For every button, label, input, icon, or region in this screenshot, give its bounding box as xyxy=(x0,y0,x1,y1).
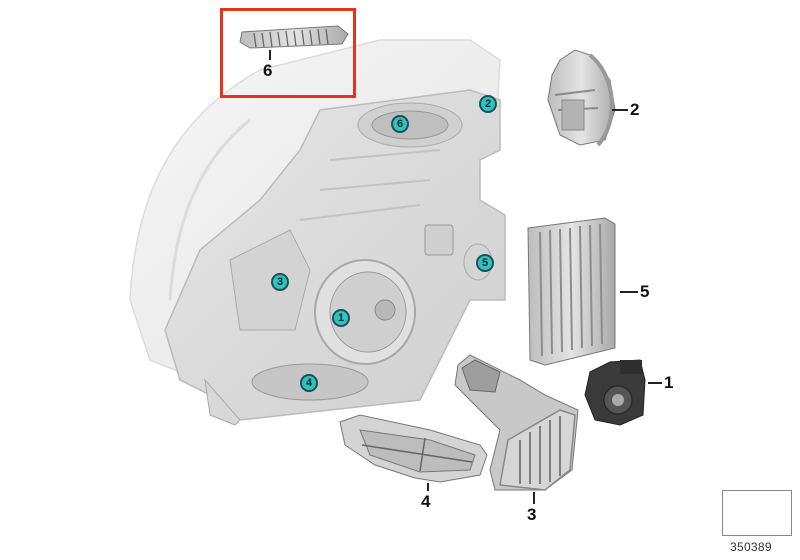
part-label-6[interactable]: 6 xyxy=(263,61,273,80)
part-4-grille xyxy=(339,414,488,483)
part-5-control-unit xyxy=(527,217,616,366)
leader-6 xyxy=(269,50,271,60)
reference-number: 350389 xyxy=(730,540,772,554)
reference-box xyxy=(722,490,792,536)
part-label-2[interactable]: 2 xyxy=(630,100,640,119)
part-2-lamp-module xyxy=(547,49,616,147)
callout-4[interactable]: 4 xyxy=(300,374,318,392)
leader-1 xyxy=(648,382,662,384)
highlight-box-part-6 xyxy=(220,8,356,98)
callout-6[interactable]: 6 xyxy=(391,115,409,133)
callout-3[interactable]: 3 xyxy=(271,273,289,291)
callout-5[interactable]: 5 xyxy=(476,254,494,272)
part-label-1[interactable]: 1 xyxy=(664,373,674,392)
callout-1[interactable]: 1 xyxy=(332,309,350,327)
leader-3 xyxy=(533,492,535,504)
leader-4 xyxy=(427,483,429,491)
part-6-heatsink xyxy=(239,25,349,49)
part-1-fan xyxy=(584,359,646,426)
part-3-duct xyxy=(454,354,579,491)
leader-2 xyxy=(612,109,628,111)
callout-2[interactable]: 2 xyxy=(479,95,497,113)
part-label-3[interactable]: 3 xyxy=(527,505,537,524)
part-label-4[interactable]: 4 xyxy=(421,492,431,511)
part-label-5[interactable]: 5 xyxy=(640,282,650,301)
leader-5 xyxy=(620,291,638,293)
